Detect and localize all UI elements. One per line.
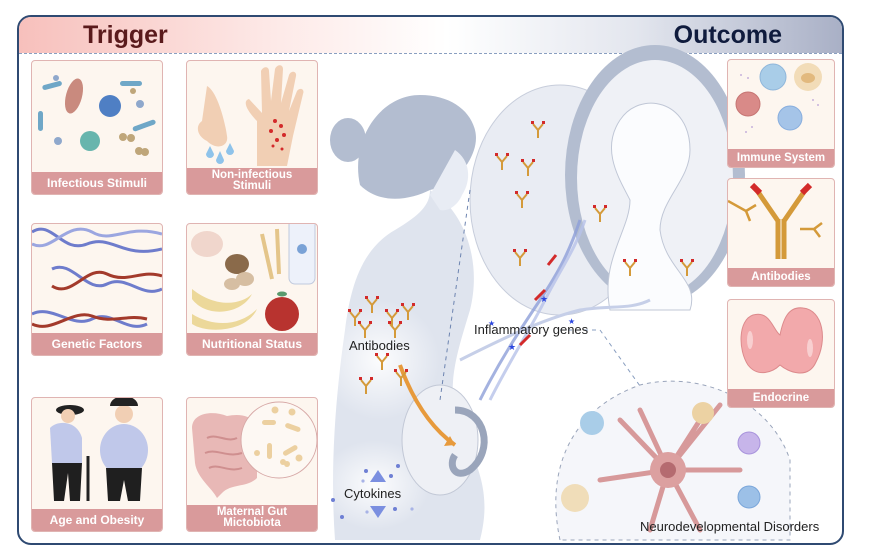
svg-text:★: ★ — [488, 319, 495, 328]
card-label: Non-infectious Stimuli — [187, 168, 317, 194]
gut-microbiota-icon — [187, 398, 317, 505]
trigger-card-maternal-gut-microbiota: Maternal Gut Mictobiota — [186, 397, 318, 532]
svg-text:★: ★ — [508, 342, 516, 352]
card-label: Age and Obesity — [32, 509, 162, 531]
trigger-title: Trigger — [83, 21, 168, 49]
food-icon — [187, 224, 317, 333]
card-label: Endocrine — [728, 389, 834, 407]
placenta-fetus — [469, 45, 745, 316]
svg-text:★: ★ — [540, 294, 548, 304]
inflammatory-genes-label: Inflammatory genes — [474, 322, 589, 337]
header-band — [19, 17, 842, 53]
thyroid-icon — [728, 300, 834, 389]
cytokine-dots — [331, 464, 414, 519]
trigger-card-nutritional-status: Nutritional Status — [186, 223, 318, 356]
elderly-and-obese-people-icon — [32, 398, 162, 509]
trigger-card-genetic-factors: Genetic Factors — [31, 223, 163, 356]
pathogens-icon — [32, 61, 162, 172]
pregnant-woman-silhouette — [320, 95, 488, 540]
outcome-title: Outcome — [673, 21, 782, 49]
svg-text:★: ★ — [568, 317, 575, 326]
inflammatory-genes-dna: ★ ★ ★ ★ — [459, 219, 651, 401]
antibody-icon — [728, 179, 834, 268]
card-label: Maternal Gut Mictobiota — [187, 505, 317, 531]
nose-and-rash-hand-icon — [187, 61, 317, 168]
neurodevelopmental-disorders-label: Neurodevelopmental Disorders — [640, 519, 820, 534]
trigger-card-non-infectious-stimuli: Non-infectious Stimuli — [186, 60, 318, 195]
card-label: Infectious Stimuli — [32, 172, 162, 194]
card-label: Immune System — [728, 149, 834, 167]
antibodies-label: Antibodies — [349, 338, 410, 353]
outcome-card-immune-system: Immune System — [727, 59, 835, 168]
header-divider — [19, 53, 842, 54]
outcome-card-endocrine: Endocrine — [727, 299, 835, 408]
card-label: Genetic Factors — [32, 333, 162, 355]
immune-cells-icon — [728, 60, 834, 149]
trigger-card-infectious-stimuli: Infectious Stimuli — [31, 60, 163, 195]
cytokines-label: Cytokines — [344, 486, 402, 501]
card-label: Nutritional Status — [187, 333, 317, 355]
dna-helix-icon — [32, 224, 162, 333]
card-label: Antibodies — [728, 268, 834, 286]
trigger-card-age-and-obesity: Age and Obesity — [31, 397, 163, 532]
outcome-card-antibodies: Antibodies — [727, 178, 835, 287]
neuron-circle — [555, 380, 791, 541]
